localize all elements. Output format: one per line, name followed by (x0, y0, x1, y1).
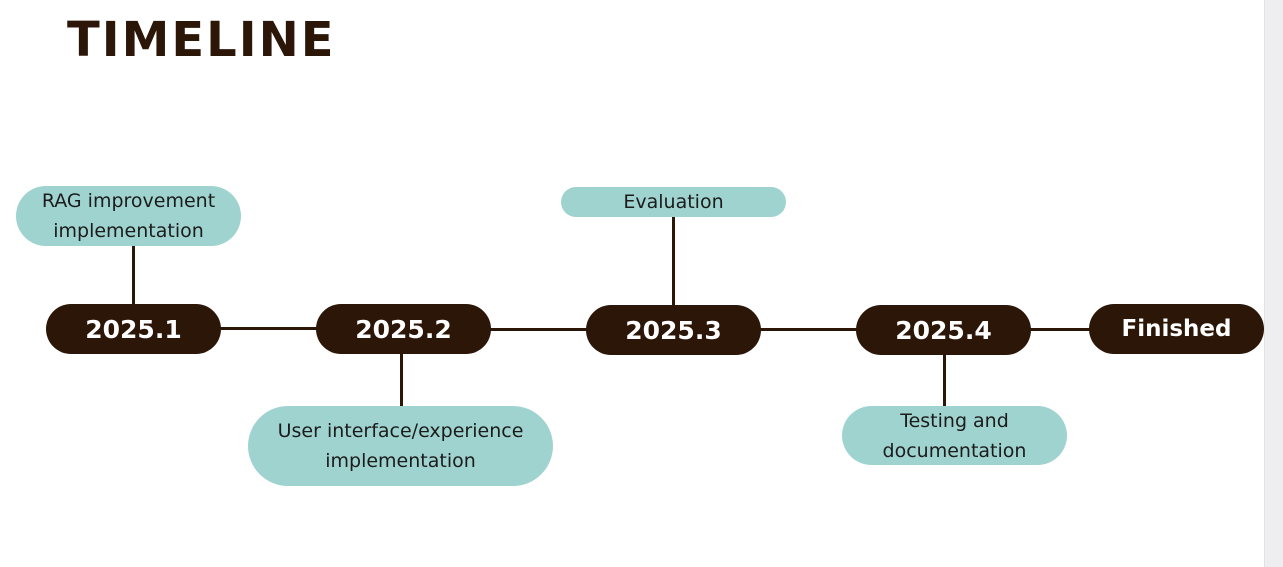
task-label-3: Evaluation (623, 191, 724, 213)
page-title: TIMELINE (67, 12, 336, 68)
connector-4-finished (1025, 328, 1100, 331)
connector-1-2 (215, 327, 325, 330)
task-bubble-4: Testing and documentation (842, 406, 1067, 465)
connector-3-4 (755, 328, 865, 331)
connector-task-2 (400, 352, 403, 408)
task-label-2: User interface/experience implementation (277, 420, 524, 472)
milestone-label-finished: Finished (1121, 316, 1232, 342)
milestone-2025-4: 2025.4 (856, 305, 1031, 355)
connector-task-3 (672, 215, 675, 307)
milestone-label-4: 2025.4 (895, 315, 992, 345)
connector-2-3 (485, 328, 595, 331)
scrollbar-edge (1264, 0, 1265, 567)
milestone-label-2: 2025.2 (355, 314, 452, 344)
milestone-2025-1: 2025.1 (46, 304, 221, 354)
scrollbar-track[interactable] (1264, 0, 1283, 567)
milestone-finished: Finished (1089, 304, 1264, 354)
task-bubble-1: RAG improvement implementation (16, 186, 241, 246)
milestone-2025-2: 2025.2 (316, 304, 491, 354)
milestone-2025-3: 2025.3 (586, 305, 761, 355)
task-bubble-2: User interface/experience implementation (248, 406, 553, 486)
task-bubble-3: Evaluation (561, 187, 786, 217)
task-label-1: RAG improvement implementation (41, 190, 216, 242)
connector-task-1 (132, 245, 135, 305)
task-label-4: Testing and documentation (882, 409, 1027, 462)
milestone-label-3: 2025.3 (625, 315, 722, 345)
connector-task-4 (943, 353, 946, 407)
milestone-label-1: 2025.1 (85, 314, 182, 344)
